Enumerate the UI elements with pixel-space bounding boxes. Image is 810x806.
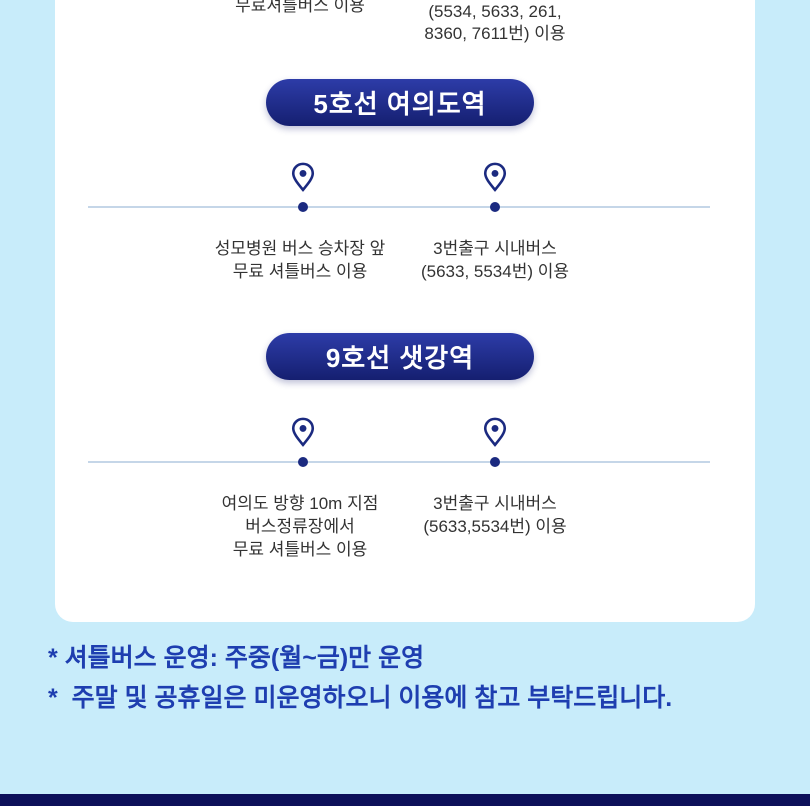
stop-text-line: 3번출구 시내버스 xyxy=(433,494,557,513)
station-badge-line5-yeouido: 5호선 여의도역 xyxy=(266,79,534,126)
stop-text-line: (5534, 5633, 261, xyxy=(428,2,562,21)
stop-text-line: 여의도 방향 10m 지점 xyxy=(221,494,379,513)
timeline-dot xyxy=(298,457,308,467)
stop-text-line: 8360, 7611번) 이용 xyxy=(424,24,566,43)
partial-stop-right: (5534, 5633, 261, 8360, 7611번) 이용 xyxy=(345,1,645,45)
location-pin-icon xyxy=(291,417,315,447)
stop-text-line: (5633,5534번) 이용 xyxy=(423,517,567,536)
stop-text-line: 무료 셔틀버스 이용 xyxy=(232,540,368,559)
timeline-line xyxy=(88,206,710,208)
stop-text-line: (5633, 5534번) 이용 xyxy=(420,262,570,281)
stop-shuttle-saetgang: 여의도 방향 10m 지점 버스정류장에서 무료 셔틀버스 이용 xyxy=(150,492,450,561)
content-card: 무료셔틀버스 이용 (5534, 5633, 261, 8360, 7611번)… xyxy=(55,0,755,622)
stop-text-line: 무료 셔틀버스 이용 xyxy=(232,262,368,281)
timeline-dot xyxy=(490,202,500,212)
station-badge-line9-saetgang: 9호선 샛강역 xyxy=(266,333,534,380)
timeline-dot xyxy=(490,457,500,467)
note-line: * 주말 및 공휴일은 미운영하오니 이용에 참고 부탁드립니다. xyxy=(48,684,673,712)
station-badge-label: 9호선 샛강역 xyxy=(325,343,475,373)
stop-citybus-saetgang: 3번출구 시내버스 (5633,5534번) 이용 xyxy=(345,492,645,538)
location-pin-icon xyxy=(483,417,507,447)
location-pin-icon xyxy=(483,162,507,192)
location-pin-icon xyxy=(291,162,315,192)
stop-text-line: 무료셔틀버스 이용 xyxy=(235,0,365,15)
timeline-dot xyxy=(298,202,308,212)
partial-stop-left: 무료셔틀버스 이용 xyxy=(150,0,450,17)
stop-text-line: 버스정류장에서 xyxy=(245,517,355,536)
stop-text-line: 3번출구 시내버스 xyxy=(433,239,557,258)
timeline-line xyxy=(88,461,710,463)
footer-bar xyxy=(0,794,810,806)
stop-shuttle-yeouido: 성모병원 버스 승차장 앞 무료 셔틀버스 이용 xyxy=(150,237,450,283)
stop-citybus-yeouido: 3번출구 시내버스 (5633, 5534번) 이용 xyxy=(345,237,645,283)
stop-text-line: 성모병원 버스 승차장 앞 xyxy=(214,239,386,258)
shuttle-notes: * 셔틀버스 운영: 주중(월~금)만 운영 * 주말 및 공휴일은 미운영하오… xyxy=(48,644,672,724)
station-badge-label: 5호선 여의도역 xyxy=(313,89,487,119)
note-line: * 셔틀버스 운영: 주중(월~금)만 운영 xyxy=(48,644,425,672)
